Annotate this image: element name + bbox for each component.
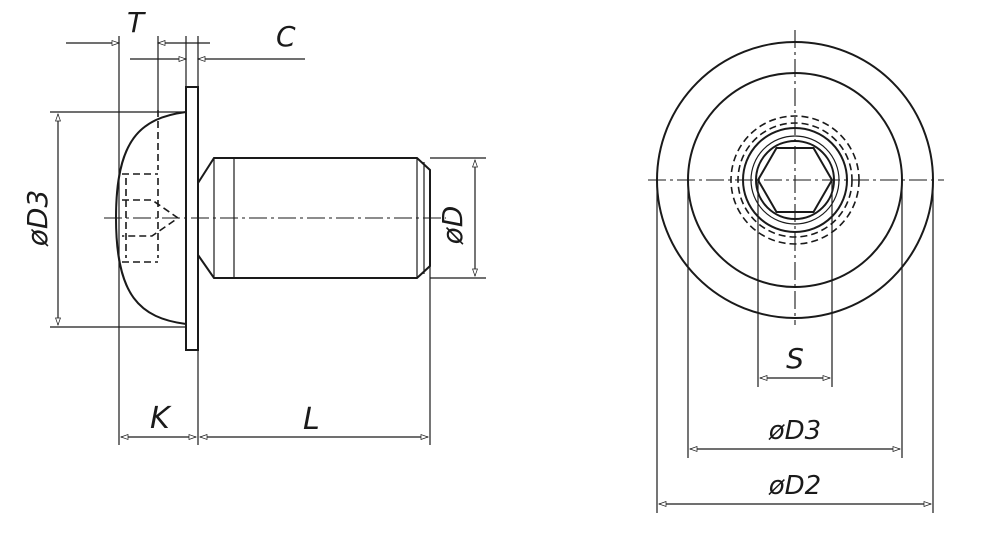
dim-label-k: K — [150, 401, 172, 436]
dim-label-l: L — [303, 402, 320, 437]
dim-label-d: øD — [436, 206, 469, 246]
side-view: T C øD3 øD K L — [21, 6, 486, 445]
hidden-socket — [122, 110, 180, 263]
dim-label-t: T — [127, 6, 146, 39]
dim-label-c: C — [276, 20, 296, 53]
dim-label-s: S — [786, 342, 804, 375]
dim-label-d3-side: øD3 — [21, 190, 54, 248]
dim-label-d3-top: øD3 — [768, 416, 821, 446]
dim-label-d2: øD2 — [768, 471, 821, 501]
top-view: S øD3 øD2 — [648, 30, 944, 513]
